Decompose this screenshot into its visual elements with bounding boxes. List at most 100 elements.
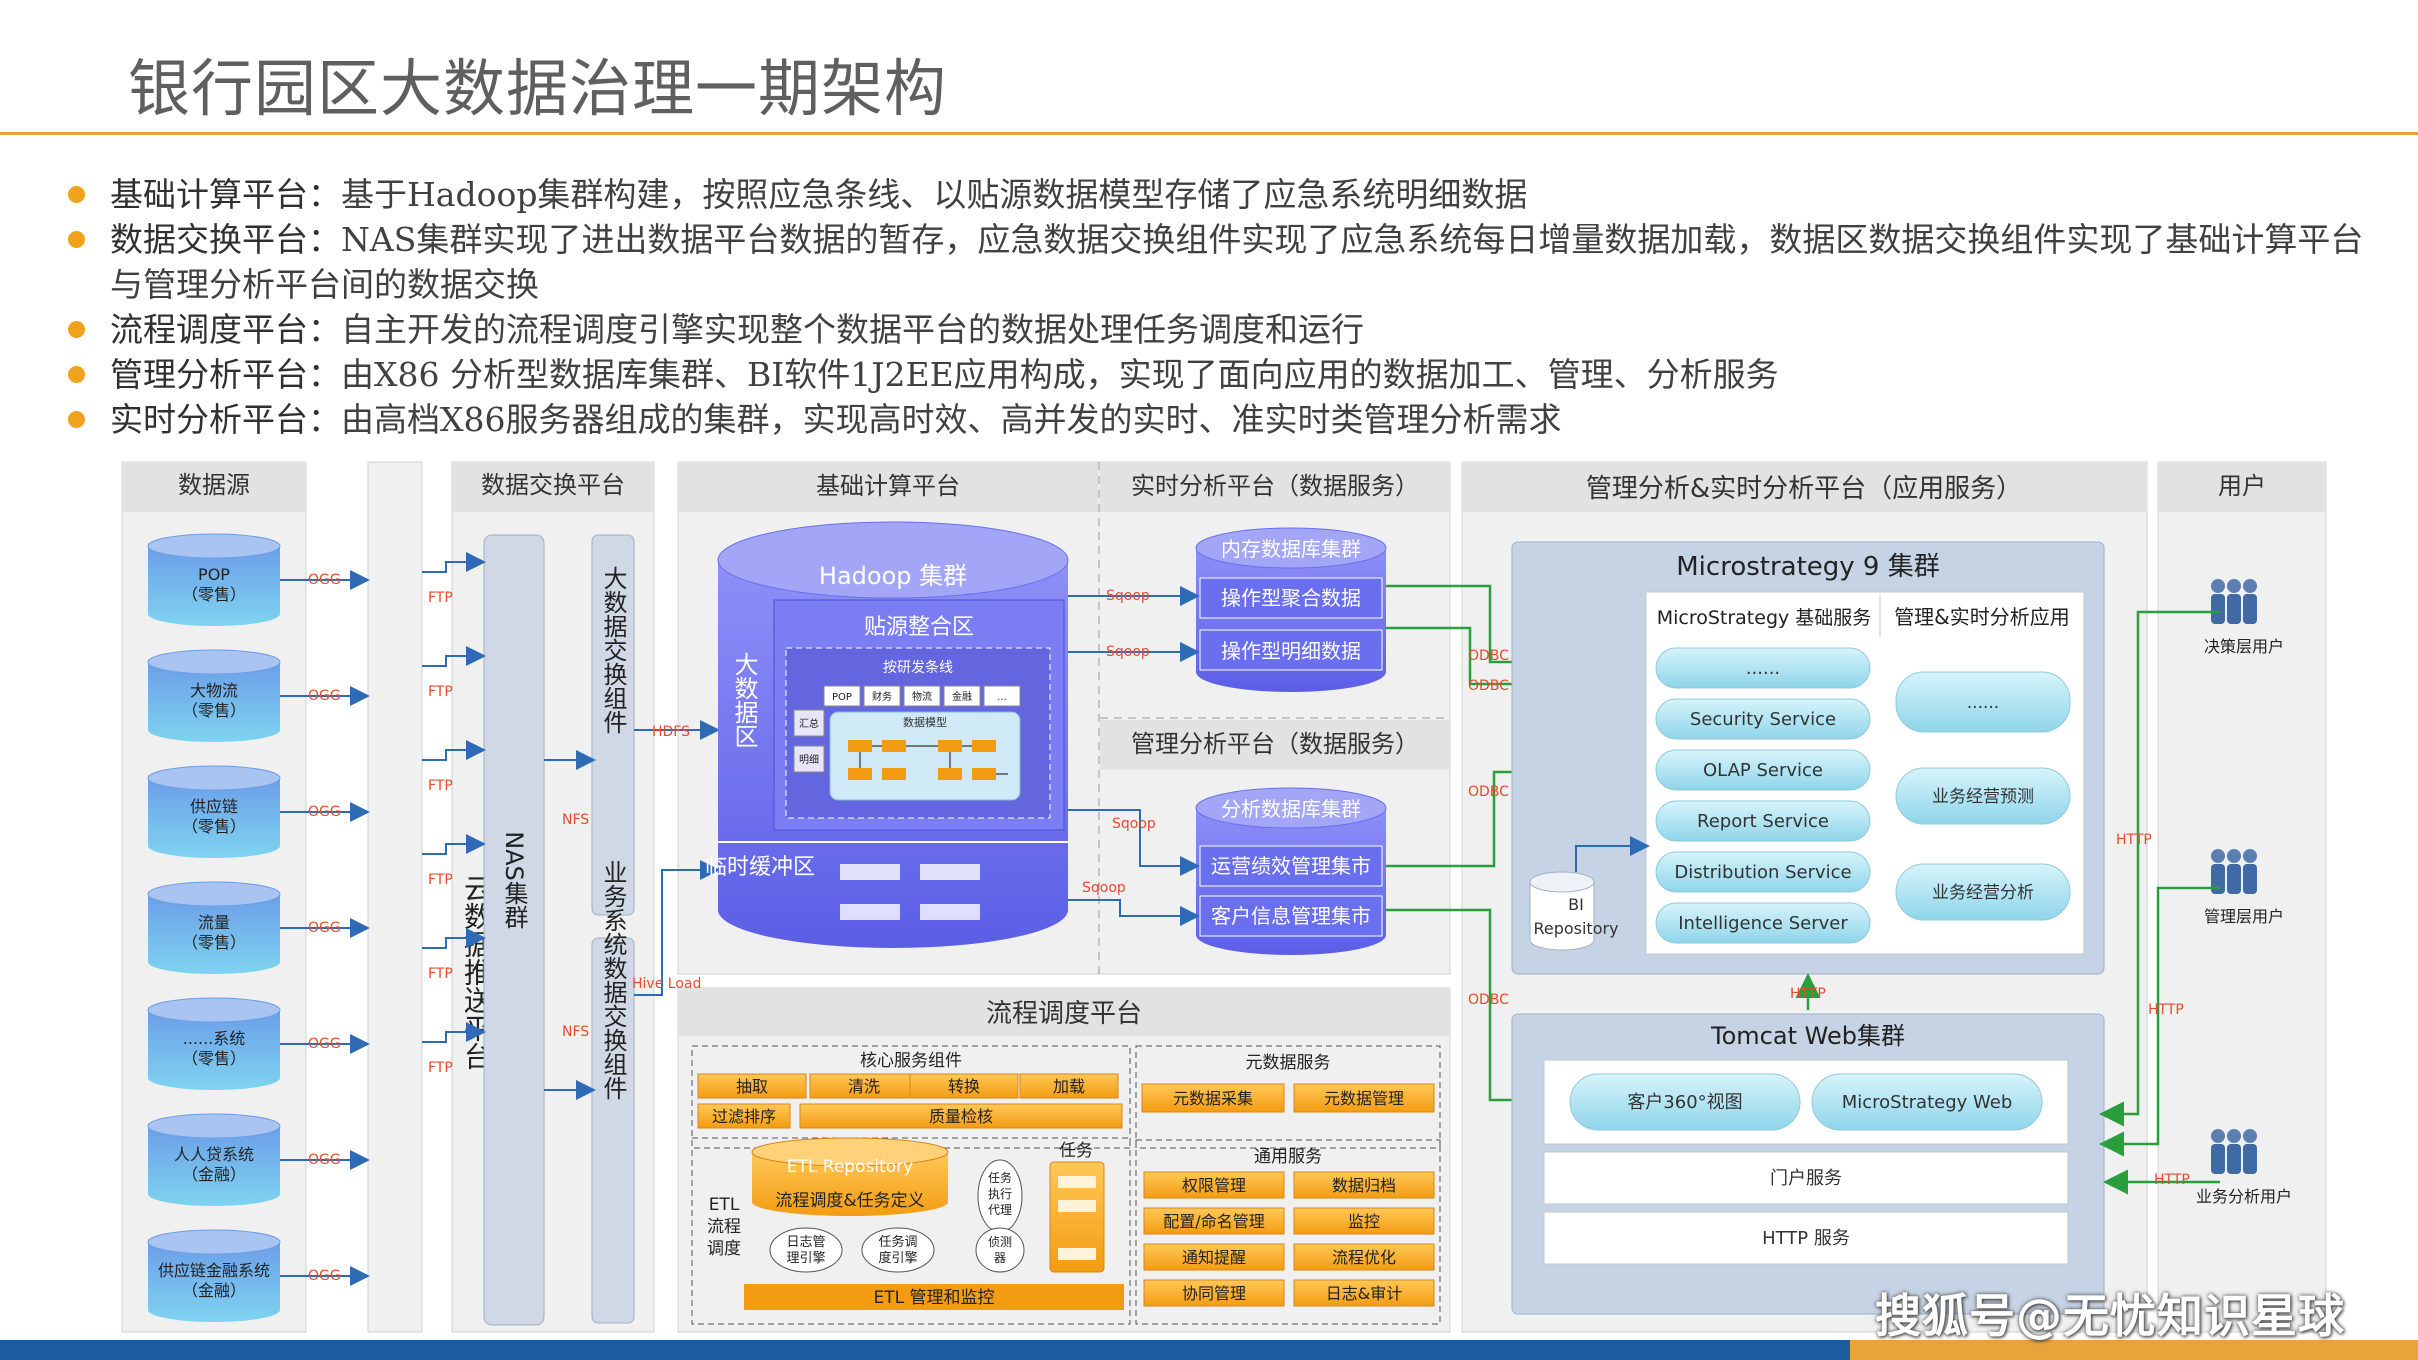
repo-arrow — [1575, 836, 1650, 872]
side-chip — [793, 709, 825, 737]
side-chip-label: 明细 — [799, 753, 819, 766]
core-item-label: 加载 — [1053, 1077, 1085, 1096]
etl-repository-top — [751, 1137, 949, 1167]
user-icon — [2211, 579, 2257, 624]
source-cylinder-top — [147, 997, 281, 1023]
core-item — [809, 1073, 919, 1099]
common-item — [1293, 1243, 1435, 1271]
source-system: 供应链（零售）OGG — [147, 765, 370, 858]
app-header: 管理分析&实时分析平台（应用服务） — [1586, 474, 2022, 504]
log-engine-label: 日志管 — [786, 1235, 825, 1250]
cloud-push-panel — [367, 461, 423, 1333]
bullet-dot — [68, 411, 85, 428]
source-type: （零售） — [182, 817, 246, 836]
exec-agent-label: 代理 — [988, 1203, 1012, 1217]
ftp-arrow — [422, 834, 486, 855]
sqoop-label: Sqoop — [1112, 816, 1156, 832]
user-header: 用户 — [2218, 472, 2266, 500]
exchange-header-bg — [452, 462, 654, 512]
http-label: HTTP — [2148, 1002, 2184, 1018]
scheduler-header: 流程调度平台 — [986, 999, 1142, 1029]
common-item — [1293, 1279, 1435, 1307]
compute-header-bg — [678, 462, 1098, 512]
page-title: 银行园区大数据治理一期架构 — [128, 52, 948, 125]
meta-item — [1141, 1083, 1285, 1113]
core-item-label: 清洗 — [848, 1077, 880, 1096]
user-label: 管理层用户 — [2204, 907, 2284, 926]
bullet-dot — [68, 186, 85, 203]
ftp-label: FTP — [428, 590, 453, 606]
core-item — [1019, 1073, 1119, 1099]
flow-definition-label: 流程调度&任务定义 — [775, 1191, 924, 1211]
sqoop-arrow — [1068, 809, 1200, 876]
ogg-label: OGG — [308, 1268, 341, 1284]
source-type: （金融） — [182, 1281, 246, 1300]
core-service-title: 核心服务组件 — [860, 1051, 962, 1071]
domain-chip-label: POP — [832, 692, 852, 703]
task-label: 任务 — [1059, 1141, 1093, 1161]
scheduler-header-bg — [678, 988, 1450, 1036]
domain-chip — [943, 685, 981, 707]
realtime-header-bg — [1100, 462, 1450, 512]
source-system: 流量（零售）OGG — [147, 881, 370, 974]
bullet-term: 基础计算平台： — [110, 175, 341, 214]
biz-exchange-component — [591, 937, 635, 1324]
source-header-bg — [122, 462, 306, 512]
source-type: （零售） — [182, 933, 246, 952]
sqoop-label: Sqoop — [1106, 644, 1150, 660]
meta-item-label: 元数据管理 — [1324, 1089, 1404, 1108]
common-item-label: 流程优化 — [1332, 1248, 1396, 1267]
http-label: HTTP — [1790, 986, 1826, 1002]
common-item — [1293, 1207, 1435, 1235]
meta-service-group — [1135, 1045, 1441, 1149]
source-zone-label: 贴源整合区 — [864, 615, 974, 640]
etl-mgmt-label: ETL 管理和监控 — [873, 1288, 994, 1308]
bullet-text: 由X86 分析型数据库集群、BI软件1J2EE应用构成，实现了面向应用的数据加工… — [341, 355, 1779, 394]
user-label: 业务分析用户 — [2196, 1187, 2292, 1206]
common-item — [1143, 1243, 1285, 1271]
source-system: 人人贷系统（金融）OGG — [147, 1113, 370, 1206]
common-item — [1143, 1171, 1285, 1199]
detector — [975, 1227, 1025, 1273]
memory-db-label: 内存数据库集群 — [1221, 537, 1361, 561]
source-system: 供应链金融系统（金融）OGG — [147, 1229, 370, 1322]
portal-service-label: 门户服务 — [1770, 1168, 1842, 1189]
common-service-group — [1135, 1139, 1441, 1325]
core-item — [697, 1103, 791, 1129]
task-stack — [1049, 1161, 1105, 1273]
log-engine-label: 理引擎 — [786, 1251, 825, 1266]
user-icon — [2211, 1129, 2257, 1174]
user-panel — [2157, 461, 2327, 1333]
compute-header: 基础计算平台 — [816, 472, 960, 500]
source-cylinder-top — [147, 533, 281, 559]
mgmt-item-label: 运营绩效管理集市 — [1211, 854, 1371, 878]
ftp-arrow — [422, 740, 486, 761]
common-service-title: 通用服务 — [1254, 1147, 1322, 1167]
ms-basic-services-header: MicroStrategy 基础服务 — [1657, 607, 1872, 629]
analysis-db-label: 分析数据库集群 — [1221, 797, 1361, 821]
hadoop-title: Hadoop 集群 — [819, 562, 967, 590]
ms-service-pill — [1655, 851, 1871, 893]
sqoop-arrow — [1068, 899, 1200, 926]
realtime-header: 实时分析平台（数据服务） — [1131, 472, 1419, 500]
log-engine — [769, 1227, 843, 1273]
common-item-label: 配置/命名管理 — [1163, 1212, 1264, 1231]
task-item — [1058, 1200, 1096, 1212]
http-user-arrow — [2099, 610, 2220, 1127]
ogg-label: OGG — [308, 920, 341, 936]
ogg-label: OGG — [308, 572, 341, 588]
ms-app-pill — [1895, 767, 2071, 825]
temp-zone-tables — [840, 864, 980, 920]
source-cylinder-top — [147, 1229, 281, 1255]
source-type: （零售） — [182, 585, 246, 604]
bullet-dot — [68, 231, 85, 248]
etl-label: 流程 — [707, 1217, 741, 1237]
microstrategy-web — [1811, 1073, 2043, 1131]
big-exchange-label: 大数据交换组件 — [599, 566, 627, 734]
ftp-arrow — [422, 552, 486, 573]
common-item-label: 权限管理 — [1182, 1176, 1246, 1195]
ms-service-label: Report Service — [1697, 811, 1829, 832]
side-chip-label: 汇总 — [799, 717, 819, 730]
